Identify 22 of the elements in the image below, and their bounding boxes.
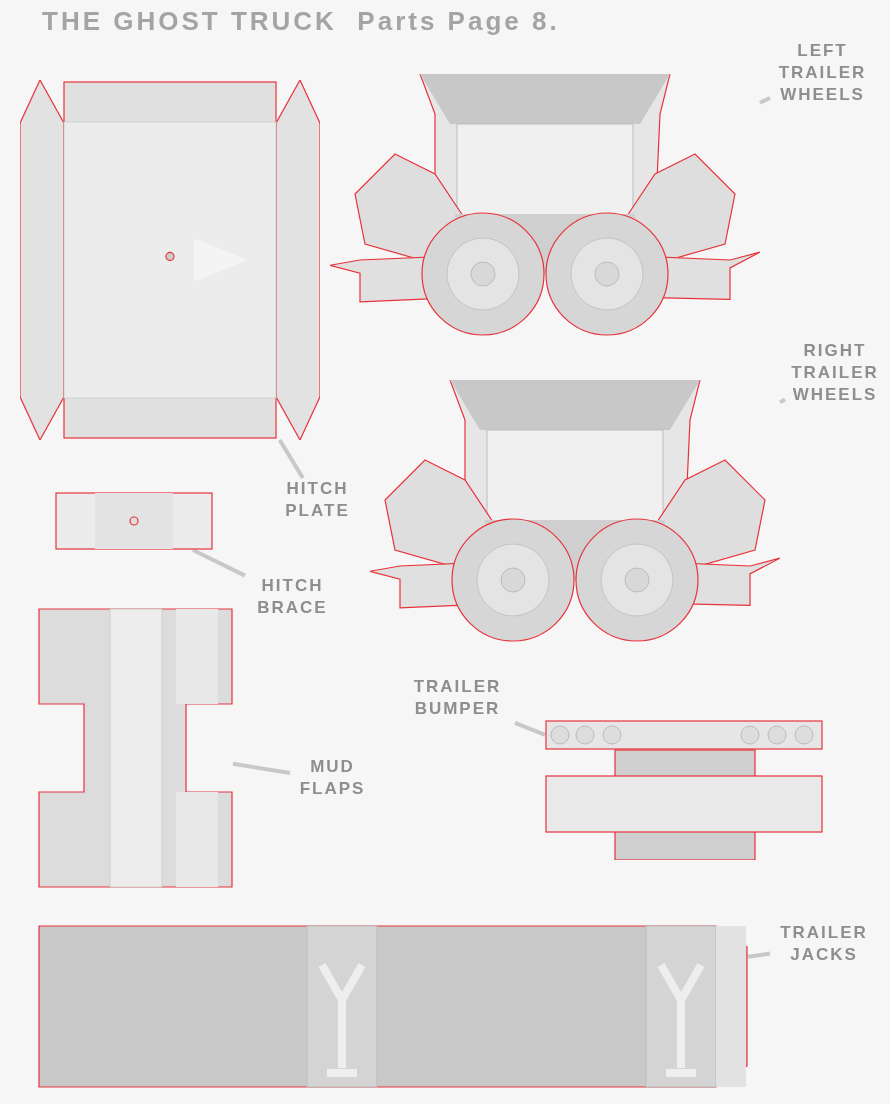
part-label: TRAILER JACKS xyxy=(770,922,878,970)
trailer-wheels-drawing xyxy=(330,74,760,336)
part-label: MUD FLAPS xyxy=(290,756,375,804)
leader-line xyxy=(192,548,246,578)
trailer-bumper-drawing xyxy=(545,720,823,860)
leader-line xyxy=(779,397,786,404)
page-title: THE GHOST TRUCK Parts Page 8. xyxy=(42,6,560,37)
part-label: HITCH BRACE xyxy=(245,575,340,623)
hitch-plate-drawing xyxy=(20,80,320,440)
leader-line xyxy=(747,951,771,959)
trailer-jacks-drawing xyxy=(38,925,748,1088)
trailer-wheels-drawing xyxy=(370,380,780,642)
leader-line xyxy=(278,438,305,480)
part-label: RIGHT TRAILER WHEELS xyxy=(785,340,885,406)
part-label: TRAILER BUMPER xyxy=(400,676,515,724)
hitch-brace-drawing xyxy=(55,492,213,550)
part-label: LEFT TRAILER WHEELS xyxy=(770,40,875,106)
leader-line xyxy=(232,761,291,776)
mud-flaps-drawing xyxy=(38,608,233,888)
part-label: HITCH PLATE xyxy=(270,478,365,526)
leader-line xyxy=(759,96,771,105)
leader-line xyxy=(514,721,546,737)
